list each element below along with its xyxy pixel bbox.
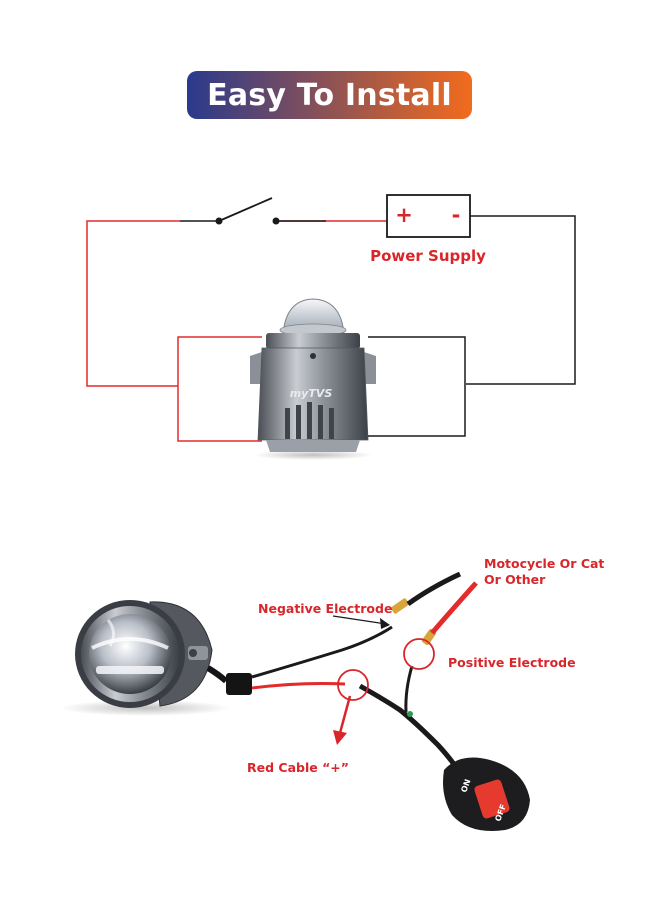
title-banner: Easy To Install bbox=[187, 71, 472, 119]
red-output-wire bbox=[251, 682, 346, 690]
handlebar-switch: ON OFF bbox=[443, 757, 530, 831]
black-wire-right bbox=[466, 215, 576, 385]
wiring-illustration: ON OFF Motocycle Or Cat Or Other Negativ… bbox=[60, 556, 604, 831]
projector-lamp-rear: myTVS bbox=[250, 298, 376, 460]
switch-lever bbox=[218, 197, 273, 222]
red-cable-label: Red Cable “+” bbox=[247, 760, 349, 775]
circuit-diagram: + - Power Supply bbox=[86, 194, 576, 460]
black-wire-lamp-bracket bbox=[368, 336, 466, 437]
battery-plus: + bbox=[395, 203, 413, 227]
switch-on-label: ON bbox=[459, 778, 472, 794]
positive-electrode-label: Positive Electrode bbox=[448, 655, 576, 670]
battery-minus: - bbox=[452, 203, 461, 227]
wire-connector bbox=[226, 673, 252, 695]
power-supply-box bbox=[386, 194, 471, 238]
red-cable-arrow bbox=[333, 695, 352, 745]
red-cable-callout-circle bbox=[337, 669, 369, 701]
red-wire-lamp-bracket bbox=[177, 336, 262, 442]
switch-lead-wire bbox=[358, 683, 461, 772]
red-wire-left bbox=[86, 220, 180, 387]
positive-callout-circle bbox=[403, 638, 435, 670]
lamp-brand-text: myTVS bbox=[290, 387, 333, 400]
vehicle-black-wire bbox=[406, 571, 462, 607]
vehicle-red-wire bbox=[430, 581, 478, 635]
negative-electrode-label: Negative Electrode bbox=[258, 601, 392, 616]
switch-contact-right bbox=[272, 217, 280, 225]
power-supply-label: Power Supply bbox=[370, 247, 486, 265]
projector-lamp-front bbox=[60, 600, 230, 716]
switch-rocker bbox=[474, 779, 510, 819]
destination-label-line1: Motocycle Or Cat bbox=[484, 556, 604, 571]
destination-label-line2: Or Other bbox=[484, 572, 546, 587]
negative-terminal bbox=[391, 598, 409, 614]
page-title: Easy To Install bbox=[207, 77, 452, 113]
negative-arrow bbox=[332, 615, 390, 629]
black-output-wire bbox=[251, 625, 393, 679]
